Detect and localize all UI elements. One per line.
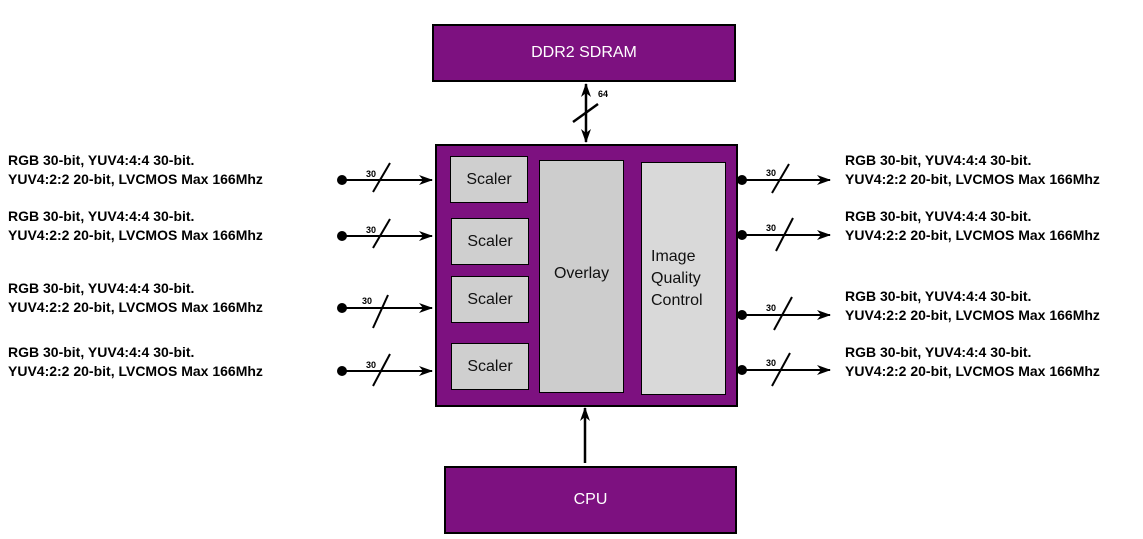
- bus-slash: [372, 294, 389, 329]
- ddr2-sdram-block: DDR2 SDRAM: [432, 24, 736, 82]
- output-bus-2: 30: [737, 217, 831, 252]
- output-label-line1: RGB 30-bit, YUV4:4:4 30-bit.: [845, 344, 1032, 360]
- input-label-line1: RGB 30-bit, YUV4:4:4 30-bit.: [8, 280, 195, 296]
- scaler-block-2: Scaler: [451, 218, 529, 265]
- bus-slash: [572, 102, 599, 124]
- scaler-label: Scaler: [467, 357, 513, 375]
- scaler-block-3: Scaler: [451, 276, 529, 323]
- input-bus-width: 30: [362, 296, 372, 306]
- scaler-block-4: Scaler: [451, 343, 529, 390]
- scaler-label: Scaler: [466, 170, 512, 188]
- cpu-block: CPU: [444, 466, 737, 534]
- output-bus-width: 30: [766, 358, 776, 368]
- output-bus-width: 30: [766, 168, 776, 178]
- image-quality-control-block: Image Quality Control: [641, 162, 726, 395]
- output-bus-4: 30: [737, 352, 831, 387]
- output-label-line2: YUV4:2:2 20-bit, LVCMOS Max 166Mhz: [845, 227, 1100, 243]
- input-label-2: RGB 30-bit, YUV4:4:4 30-bit. YUV4:2:2 20…: [8, 207, 263, 245]
- output-label-4: RGB 30-bit, YUV4:4:4 30-bit. YUV4:2:2 20…: [845, 343, 1100, 381]
- input-label-line1: RGB 30-bit, YUV4:4:4 30-bit.: [8, 152, 195, 168]
- bus-slash: [775, 217, 794, 252]
- input-bus-1: 30: [337, 162, 433, 193]
- input-label-line2: YUV4:2:2 20-bit, LVCMOS Max 166Mhz: [8, 363, 263, 379]
- output-bus-1: 30: [737, 163, 831, 194]
- output-label-2: RGB 30-bit, YUV4:4:4 30-bit. YUV4:2:2 20…: [845, 207, 1100, 245]
- input-bus-width: 30: [366, 360, 376, 370]
- output-bus-width: 30: [766, 223, 776, 233]
- output-label-line1: RGB 30-bit, YUV4:4:4 30-bit.: [845, 288, 1032, 304]
- bus-slash: [771, 352, 791, 387]
- overlay-label: Overlay: [553, 265, 610, 282]
- input-label-line1: RGB 30-bit, YUV4:4:4 30-bit.: [8, 344, 195, 360]
- output-label-3: RGB 30-bit, YUV4:4:4 30-bit. YUV4:2:2 20…: [845, 287, 1100, 325]
- bus-slash: [771, 163, 790, 194]
- bus-slash: [372, 162, 391, 193]
- output-bus-3: 30: [737, 296, 831, 331]
- overlay-block: Overlay: [539, 160, 624, 393]
- output-label-line1: RGB 30-bit, YUV4:4:4 30-bit.: [845, 152, 1032, 168]
- input-label-4: RGB 30-bit, YUV4:4:4 30-bit. YUV4:2:2 20…: [8, 343, 263, 381]
- output-label-line2: YUV4:2:2 20-bit, LVCMOS Max 166Mhz: [845, 307, 1100, 323]
- scaler-label: Scaler: [467, 232, 513, 250]
- cpu-label: CPU: [573, 491, 608, 508]
- output-label-line2: YUV4:2:2 20-bit, LVCMOS Max 166Mhz: [845, 363, 1100, 379]
- bus-slash: [773, 296, 793, 331]
- output-label-1: RGB 30-bit, YUV4:4:4 30-bit. YUV4:2:2 20…: [845, 151, 1100, 189]
- input-label-3: RGB 30-bit, YUV4:4:4 30-bit. YUV4:2:2 20…: [8, 279, 263, 317]
- input-bus-3: 30: [337, 294, 433, 329]
- input-label-line2: YUV4:2:2 20-bit, LVCMOS Max 166Mhz: [8, 227, 263, 243]
- input-bus-width: 30: [366, 225, 376, 235]
- input-label-line2: YUV4:2:2 20-bit, LVCMOS Max 166Mhz: [8, 299, 263, 315]
- scaler-label: Scaler: [467, 290, 513, 308]
- ddr2-sdram-label: DDR2 SDRAM: [531, 44, 637, 61]
- input-label-line2: YUV4:2:2 20-bit, LVCMOS Max 166Mhz: [8, 171, 263, 187]
- memory-bus: 64: [572, 83, 608, 143]
- bus-slash: [372, 218, 391, 249]
- output-bus-width: 30: [766, 303, 776, 313]
- input-bus-4: 30: [337, 353, 433, 387]
- scaler-block-1: Scaler: [450, 156, 528, 203]
- input-bus-2: 30: [337, 218, 433, 249]
- input-label-line1: RGB 30-bit, YUV4:4:4 30-bit.: [8, 208, 195, 224]
- memory-bus-width: 64: [598, 89, 608, 99]
- input-bus-width: 30: [366, 169, 376, 179]
- bus-slash: [372, 353, 391, 387]
- output-label-line2: YUV4:2:2 20-bit, LVCMOS Max 166Mhz: [845, 171, 1100, 187]
- image-quality-control-label: Image Quality Control: [651, 248, 703, 309]
- input-label-1: RGB 30-bit, YUV4:4:4 30-bit. YUV4:2:2 20…: [8, 151, 263, 189]
- output-label-line1: RGB 30-bit, YUV4:4:4 30-bit.: [845, 208, 1032, 224]
